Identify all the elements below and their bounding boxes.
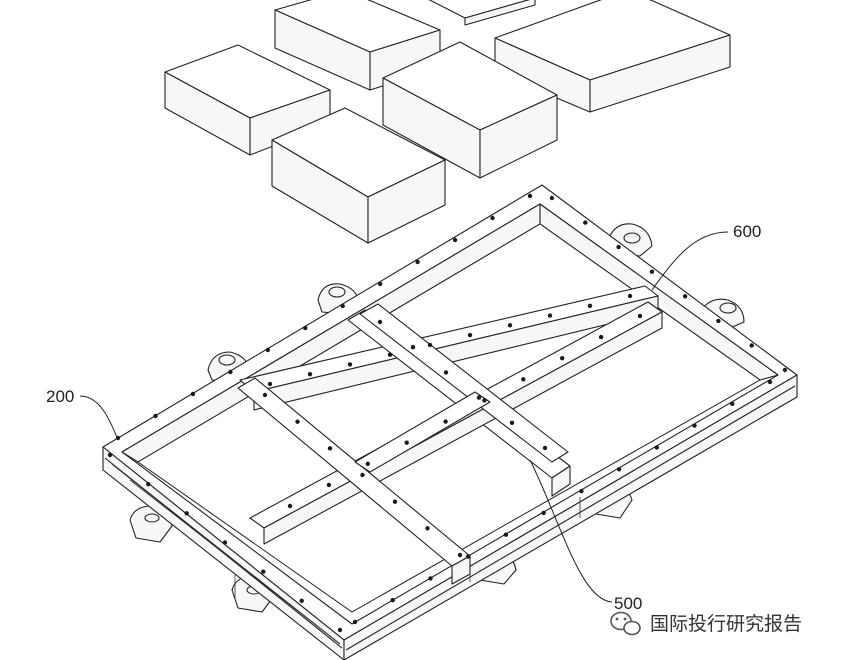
bolt-hole (146, 482, 151, 487)
bolt-hole (521, 377, 526, 382)
bolt-hole (490, 215, 495, 221)
bolt-hole (482, 398, 487, 403)
bolt-hole (730, 401, 735, 406)
bolt-hole (427, 342, 433, 348)
bolt-hole (222, 540, 228, 545)
bolt-hole (347, 362, 353, 367)
battery-module (274, 0, 441, 91)
bolt-hole (387, 352, 393, 357)
battery-module (382, 41, 558, 179)
callout-600: 600 (733, 222, 761, 241)
bolt-hole (507, 323, 513, 328)
bolt-hole (457, 552, 463, 558)
leader-lines (79, 231, 729, 603)
bolt-hole (377, 319, 383, 325)
bolt-hole (107, 452, 113, 458)
bolt-hole (443, 419, 448, 424)
bolt-hole (616, 244, 621, 250)
bolt-hole (716, 318, 721, 324)
bolt-hole (692, 423, 697, 428)
leader-600 (651, 231, 729, 291)
bolt-hole (466, 554, 471, 559)
bolt-hole (404, 440, 409, 445)
lower-cross-beam (354, 391, 491, 473)
bolt-hole (327, 446, 333, 451)
bolt-hole (542, 445, 548, 451)
bolt-hole (337, 627, 343, 633)
bolt-hole (352, 619, 358, 625)
bolt-hole (228, 369, 233, 375)
bolt-hole (541, 510, 546, 516)
bolt-hole (287, 503, 293, 509)
bolt-hole (527, 193, 533, 199)
right-cross-beam (359, 303, 569, 463)
bolt-hole (616, 467, 622, 472)
center-cross-beam (347, 309, 571, 497)
bolt-hole (410, 345, 416, 350)
bolt-hole (392, 499, 398, 504)
bolt-hole (265, 347, 270, 353)
bolt-hole (443, 370, 449, 375)
bolt-hole (303, 325, 308, 331)
bolt-hole (390, 598, 395, 603)
bolt-hole (153, 413, 158, 419)
bolt-hole (749, 343, 754, 348)
watermark: 国际投行研究报告 (610, 611, 802, 636)
bolt-hole (627, 293, 633, 299)
bolt-hole (547, 313, 553, 318)
wechat-logo-icon (610, 611, 641, 636)
bolt-hole (587, 303, 593, 308)
callout-200: 200 (46, 387, 74, 406)
bolt-hole (365, 461, 370, 466)
battery-module (271, 107, 446, 244)
bolt-hole (782, 367, 788, 373)
bolt-hole (452, 237, 458, 243)
bolt-hole (767, 379, 773, 385)
bolt-hole (262, 392, 268, 398)
bolt-hole (637, 313, 643, 319)
bolt-hole (476, 395, 482, 400)
bolt-hole (326, 482, 332, 488)
bolt-hole (428, 576, 433, 581)
battery-modules (164, 0, 731, 244)
bolt-hole (261, 569, 266, 574)
beams (237, 285, 663, 585)
battery-module (494, 0, 731, 113)
bolt-holes (107, 193, 788, 633)
bolt-hole (503, 532, 509, 537)
leader-200 (79, 395, 119, 441)
bolt-hole (184, 511, 189, 516)
bolt-hole (360, 472, 365, 478)
bolt-hole (340, 303, 345, 309)
bolt-hole (190, 391, 196, 397)
bolt-hole (378, 281, 383, 287)
bolt-hole (549, 195, 555, 201)
battery-module (164, 44, 331, 156)
bolt-hole (579, 488, 584, 494)
battery-module (428, 0, 536, 26)
bolt-hole (583, 220, 588, 225)
bolt-hole (598, 334, 604, 340)
bolt-hole (307, 372, 313, 377)
bolt-hole (509, 420, 515, 425)
watermark-text: 国际投行研究报告 (650, 613, 802, 635)
bolt-hole (560, 356, 565, 361)
bolt-hole (654, 445, 659, 450)
bolt-hole (649, 269, 655, 274)
bolt-hole (425, 526, 430, 531)
bolt-hole (467, 332, 473, 338)
callout-500: 500 (614, 594, 642, 613)
bolt-hole (295, 419, 300, 424)
bolt-hole (415, 259, 420, 265)
bolt-hole (267, 381, 273, 387)
bolt-hole (299, 598, 304, 603)
leader-500 (529, 459, 613, 603)
bolt-hole (682, 294, 688, 299)
left-cross-beam (237, 377, 471, 585)
